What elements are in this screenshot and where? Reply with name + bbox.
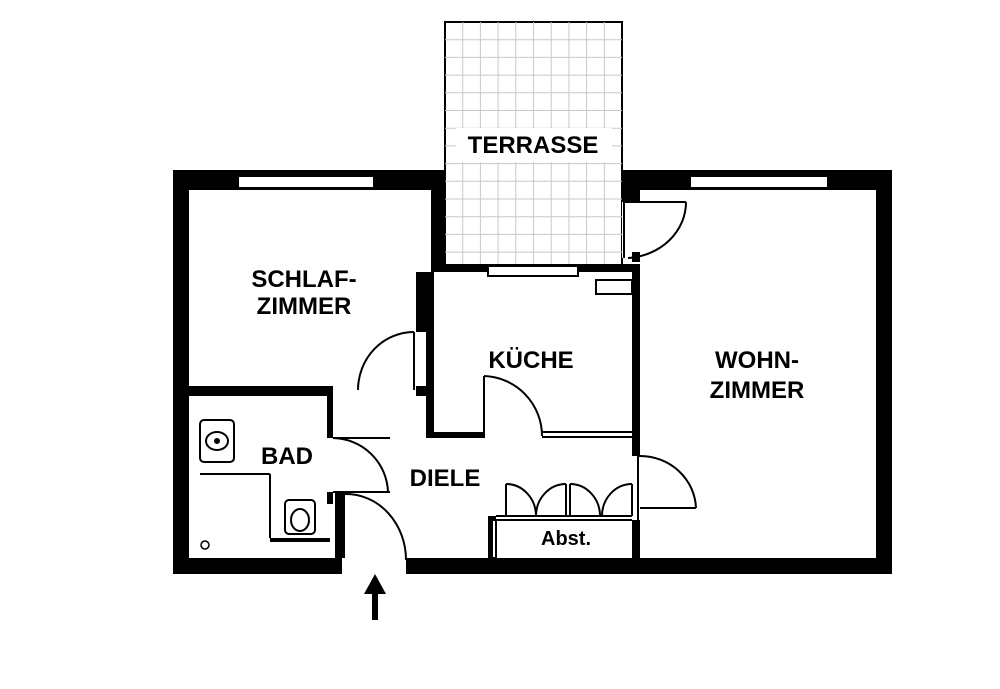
washbasin-icon bbox=[199, 419, 271, 538]
bad-label: BAD bbox=[261, 443, 313, 470]
windows bbox=[237, 175, 829, 277]
entrance-door bbox=[343, 492, 407, 561]
entrance-arrow-icon bbox=[364, 574, 386, 620]
schlafzimmer-label-line2: ZIMMER bbox=[257, 293, 352, 320]
floor-drain-icon bbox=[200, 540, 210, 550]
toilet-icon bbox=[284, 499, 316, 535]
kitchen-counter bbox=[595, 279, 633, 295]
terrace-door bbox=[622, 201, 688, 262]
terrasse-label: TERRASSE bbox=[468, 132, 599, 159]
storage-doors bbox=[491, 483, 633, 559]
bathroom-door bbox=[332, 437, 390, 493]
terrace-tiles bbox=[445, 22, 622, 266]
kueche-label: KÜCHE bbox=[488, 347, 573, 374]
bedroom-door bbox=[357, 331, 415, 391]
schlafzimmer-label-line1: SCHLAF- bbox=[251, 266, 356, 293]
wohnzimmer-label-line1: WOHN- bbox=[715, 347, 799, 374]
living-room-door bbox=[637, 455, 697, 520]
terrace bbox=[444, 21, 623, 267]
wohnzimmer-label-line2: ZIMMER bbox=[710, 377, 805, 404]
kitchen-door bbox=[483, 375, 632, 438]
abstellraum-label: Abst. bbox=[541, 528, 591, 550]
terrace-label-bg bbox=[456, 128, 612, 162]
diele-label: DIELE bbox=[410, 465, 481, 492]
